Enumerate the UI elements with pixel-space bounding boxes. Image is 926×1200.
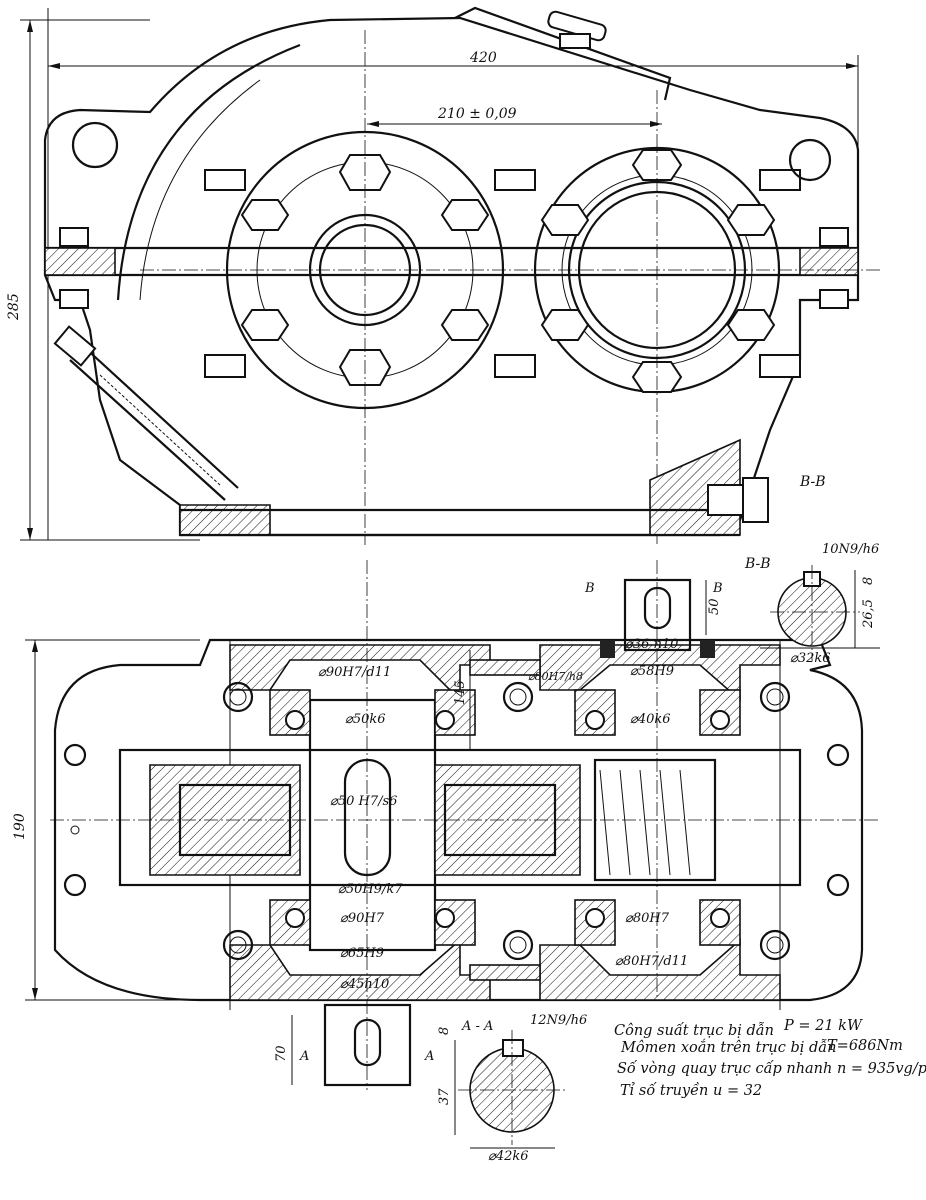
pinion-shaft: [574, 578, 741, 946]
fit-label: ⌀36 n10: [625, 637, 678, 652]
spec-line-1: Công suất trục bị dẫn: [614, 1022, 774, 1039]
oil-dipstick: [53, 325, 239, 501]
fit-label: ⌀80H7/h8: [528, 670, 583, 683]
dim-overall-width: 190: [12, 813, 28, 840]
output-shaft: [269, 689, 476, 1087]
section-mark-a-right: A: [424, 1049, 434, 1064]
fit-label: ⌀45h10: [340, 977, 389, 992]
section-bb-dim-8: 8: [861, 577, 876, 585]
spec-line-4: Tỉ số truyền u = 32: [620, 1082, 762, 1099]
section-aa-title: A - A: [461, 1019, 493, 1034]
fit-label: ⌀90H7: [340, 911, 385, 926]
section-mark-b-right: B: [712, 581, 723, 596]
spec-line-2-value: T=686Nm: [827, 1038, 903, 1054]
dim-center-distance: 210 ± 0,09: [437, 106, 517, 122]
section-bb-keyway: 10N9/h6: [822, 542, 879, 557]
fit-label: ⌀65H9: [340, 946, 384, 961]
plan-view: 190: [12, 560, 880, 1090]
front-view: 420 210 ± 0,09 285: [6, 6, 880, 545]
fit-label: ⌀50k6: [345, 712, 386, 727]
fit-label: ⌀58H9: [630, 664, 674, 679]
fit-label: ⌀40k6: [630, 712, 671, 727]
dim-50: 50: [707, 598, 722, 615]
section-bb: B-B 10N9/h6 8 26,5 ⌀32k6: [744, 542, 880, 666]
dim-145: 145: [453, 680, 468, 705]
section-bb-title: B-B: [744, 556, 771, 572]
fit-label: ⌀80H7/d11: [615, 954, 688, 969]
large-gear: [149, 758, 581, 877]
fit-label: ⌀90H7/d11: [318, 665, 391, 680]
section-aa-dim-8: 8: [437, 1027, 452, 1035]
spec-line-2: Mômen xoắn trên trục bị dẫn: [620, 1038, 837, 1056]
section-mark-b-left: B: [584, 581, 595, 596]
dim-height: 285: [6, 293, 22, 321]
section-aa-keyway: 12N9/h6: [530, 1013, 587, 1028]
fit-label: ⌀80H7: [625, 911, 670, 926]
section-bb-dim-26-5: 26,5: [861, 599, 876, 629]
section-ref-bb: B-B: [799, 474, 826, 490]
section-aa-dim-37: 37: [437, 1088, 452, 1105]
fit-label: ⌀50 H7/s6: [330, 794, 397, 809]
flange-bolts: [59, 169, 849, 378]
dim-width: 420: [469, 50, 497, 66]
section-aa-diameter: ⌀42k6: [488, 1149, 529, 1164]
dim-70: 70: [274, 1045, 289, 1062]
section-bb-diameter: ⌀32k6: [790, 651, 831, 666]
housing-bolts: [63, 681, 850, 961]
section-mark-a-left: A: [299, 1049, 309, 1064]
fit-label: ⌀50H9/k7: [338, 882, 403, 897]
spec-line-1-value: P = 21 kW: [783, 1018, 863, 1034]
spec-line-3: Số vòng quay trục cấp nhanh n = 935vg/ph: [617, 1060, 926, 1077]
spec-notes: Công suất trục bị dẫn P = 21 kW Mômen xo…: [614, 1018, 926, 1099]
section-aa: A - A 12N9/h6 8 37 ⌀42k6: [437, 1013, 587, 1164]
